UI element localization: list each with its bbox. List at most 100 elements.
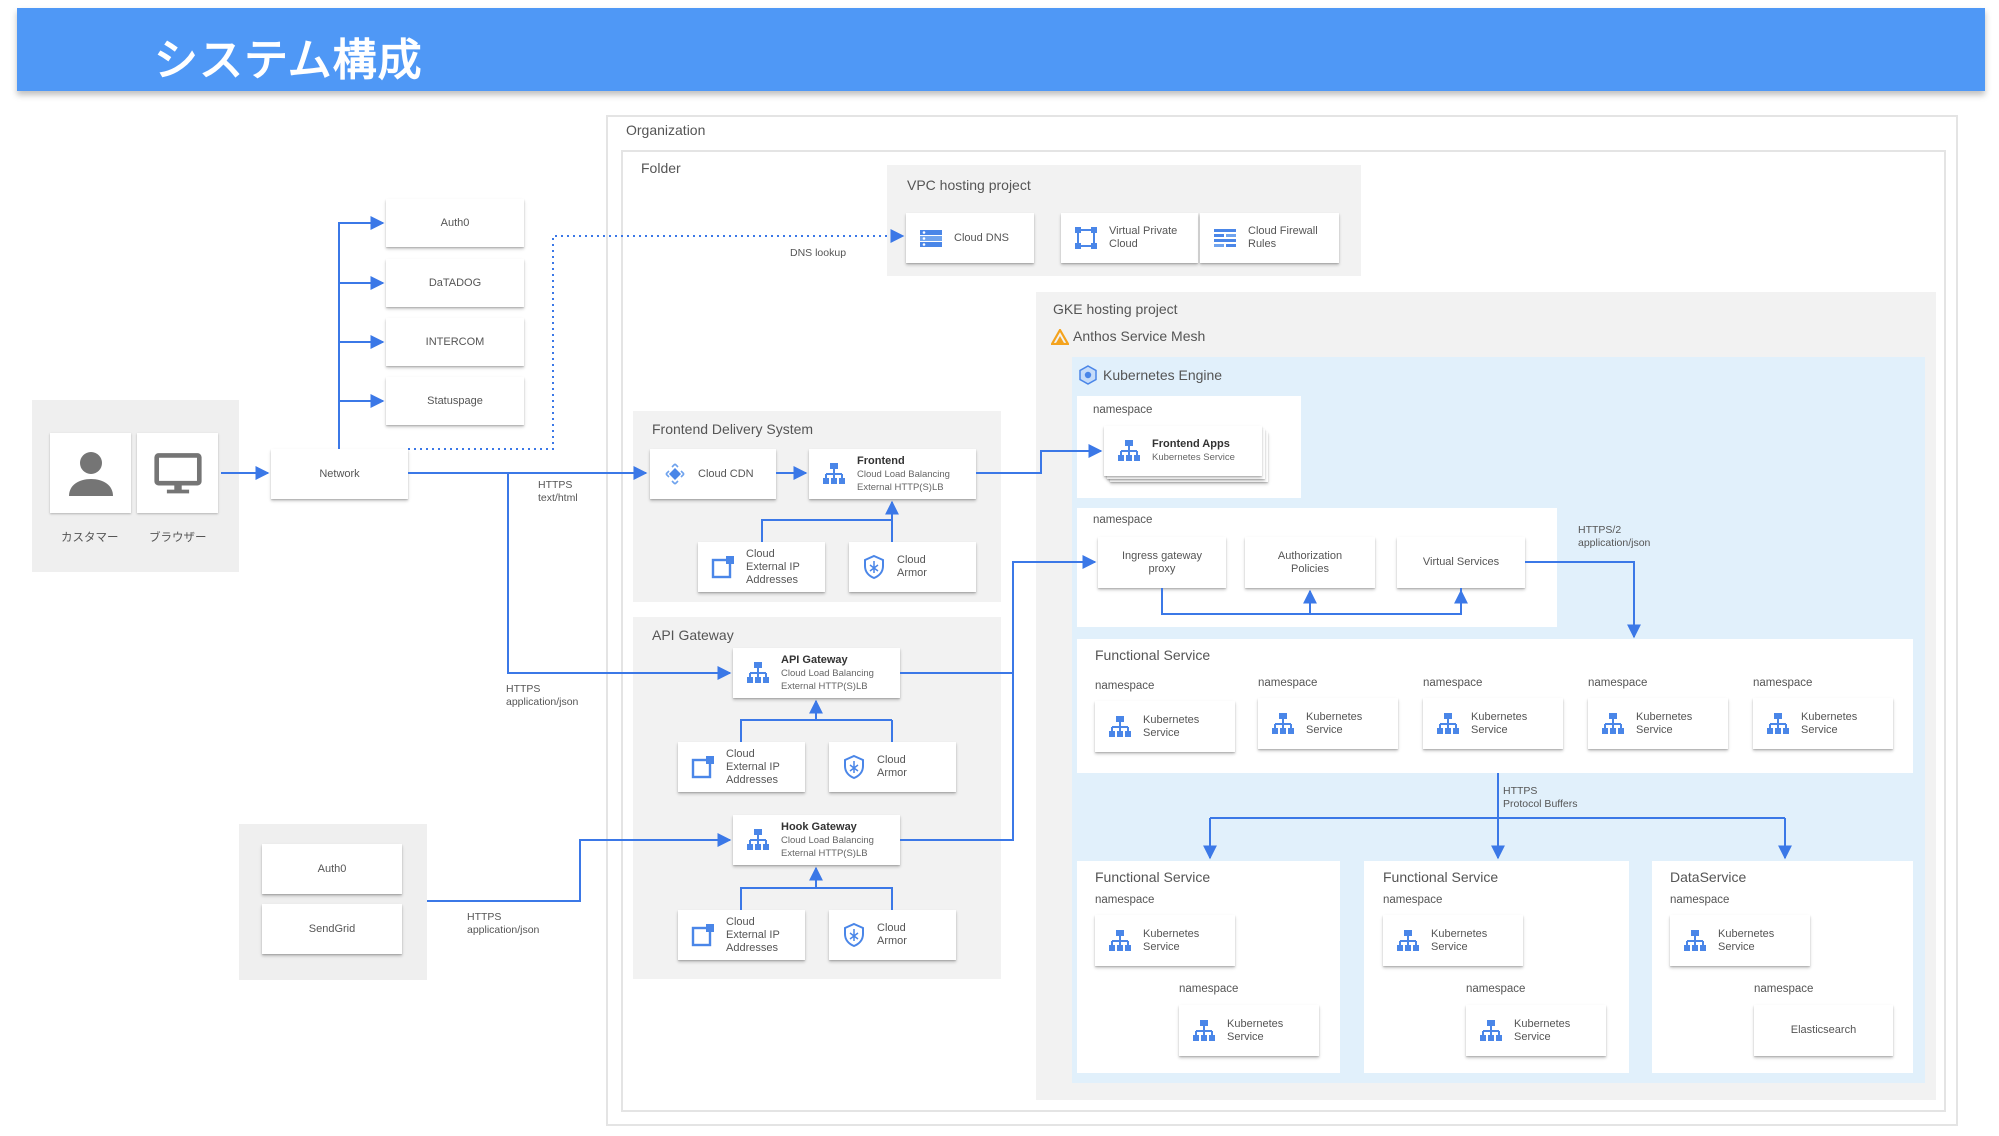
k8s-service-icon <box>1193 1019 1215 1041</box>
virtual-services-card[interactable]: Virtual Services <box>1397 537 1525 588</box>
network-trunk <box>338 216 385 449</box>
k8s-label: Kubernetes <box>1306 710 1363 723</box>
frontend-lb-sub-2: External HTTP(S)LB <box>857 481 944 493</box>
lb-sub: External HTTP(S)LB <box>781 680 868 692</box>
customer-card[interactable] <box>50 433 131 513</box>
cloud-dns-label: Cloud DNS <box>954 231 1010 244</box>
cloud-cdn-label: Cloud CDN <box>698 467 754 480</box>
k8s-label: Service <box>1143 726 1180 739</box>
load-balancer-icon <box>823 463 845 484</box>
k8s-label: Service <box>1471 723 1508 736</box>
statuspage-card[interactable]: Statuspage <box>386 377 524 425</box>
intercom-card[interactable]: INTERCOM <box>386 318 524 366</box>
external-ip-icon <box>711 556 734 579</box>
k8s-label: Kubernetes <box>1801 710 1858 723</box>
ip-label: Cloud <box>726 915 755 928</box>
k8s-service-icon <box>1109 715 1131 737</box>
api-gateway-lb-title: API Gateway <box>781 653 848 666</box>
datadog-card[interactable]: DaTADOG <box>386 259 524 307</box>
namespace-label: namespace <box>1670 894 1730 906</box>
vpc-label-2: Cloud <box>1109 238 1138 250</box>
auth0-label: Auth0 <box>440 216 470 229</box>
edge-label: HTTPS <box>467 911 502 923</box>
k8s-label: Kubernetes <box>1143 713 1200 726</box>
folder-label: Folder <box>641 160 681 176</box>
edge-label: HTTPS <box>538 479 573 491</box>
armor-label: Cloud <box>897 554 926 566</box>
edge-label: Protocol Buffers <box>1503 798 1578 810</box>
external-ip-icon <box>691 924 714 947</box>
intercom-label: INTERCOM <box>425 335 485 348</box>
k8s-service-icon <box>1480 1019 1502 1041</box>
namespace-label: namespace <box>1754 983 1814 995</box>
authz-label-2: Policies <box>1291 562 1329 575</box>
browser-card[interactable] <box>137 433 218 513</box>
ip-label: External IP <box>726 760 780 773</box>
k8s-label: Service <box>1143 940 1180 953</box>
namespace-label: namespace <box>1423 677 1483 689</box>
cloud-cdn-card[interactable]: Cloud CDN <box>650 449 776 499</box>
sendgrid-card[interactable]: SendGrid <box>262 904 402 954</box>
frontend-delivery-label: Frontend Delivery System <box>652 421 814 437</box>
namespace-label: namespace <box>1095 680 1155 692</box>
network-card[interactable]: Network <box>271 449 408 499</box>
cloud-dns-icon <box>920 230 942 247</box>
functional-service-label: Functional Service <box>1095 869 1211 885</box>
frontend-apps-sub: Kubernetes Service <box>1152 452 1235 463</box>
armor-label: Armor <box>877 935 907 947</box>
namespace-label: namespace <box>1466 983 1526 995</box>
namespace-label: namespace <box>1093 514 1153 526</box>
cloud-armor-icon <box>864 554 884 580</box>
cloud-armor-icon <box>844 754 864 780</box>
edge-label: HTTPS <box>1503 785 1538 797</box>
cloud-dns-card[interactable]: Cloud DNS <box>906 213 1034 263</box>
vpc-project-label: VPC hosting project <box>907 177 1031 193</box>
hook-gateway-lb-title: Hook Gateway <box>781 820 857 833</box>
auth0-card[interactable]: Auth0 <box>386 199 524 247</box>
statuspage-label: Statuspage <box>427 394 483 407</box>
lb-sub: External HTTP(S)LB <box>781 847 868 859</box>
namespace-label: namespace <box>1753 677 1813 689</box>
page-title: システム構成 <box>154 35 423 86</box>
ip-label: Addresses <box>726 941 778 954</box>
anthos-label: Anthos Service Mesh <box>1073 328 1206 344</box>
ip-label: External IP <box>746 560 800 573</box>
network-label: Network <box>319 467 360 480</box>
functional-service-label: Functional Service <box>1383 869 1499 885</box>
dns-lookup-label: DNS lookup <box>790 247 847 259</box>
ip-label: External IP <box>726 928 780 941</box>
frontend-apps-title: Frontend Apps <box>1152 438 1230 450</box>
k8s-label: Kubernetes <box>1718 927 1775 940</box>
namespace-label: namespace <box>1095 894 1155 906</box>
k8s-label: Service <box>1306 723 1343 736</box>
elasticsearch-card[interactable]: Elasticsearch <box>1754 1005 1893 1056</box>
edge-label: application/json <box>506 696 579 708</box>
auth0-hook-card[interactable]: Auth0 <box>262 844 402 894</box>
